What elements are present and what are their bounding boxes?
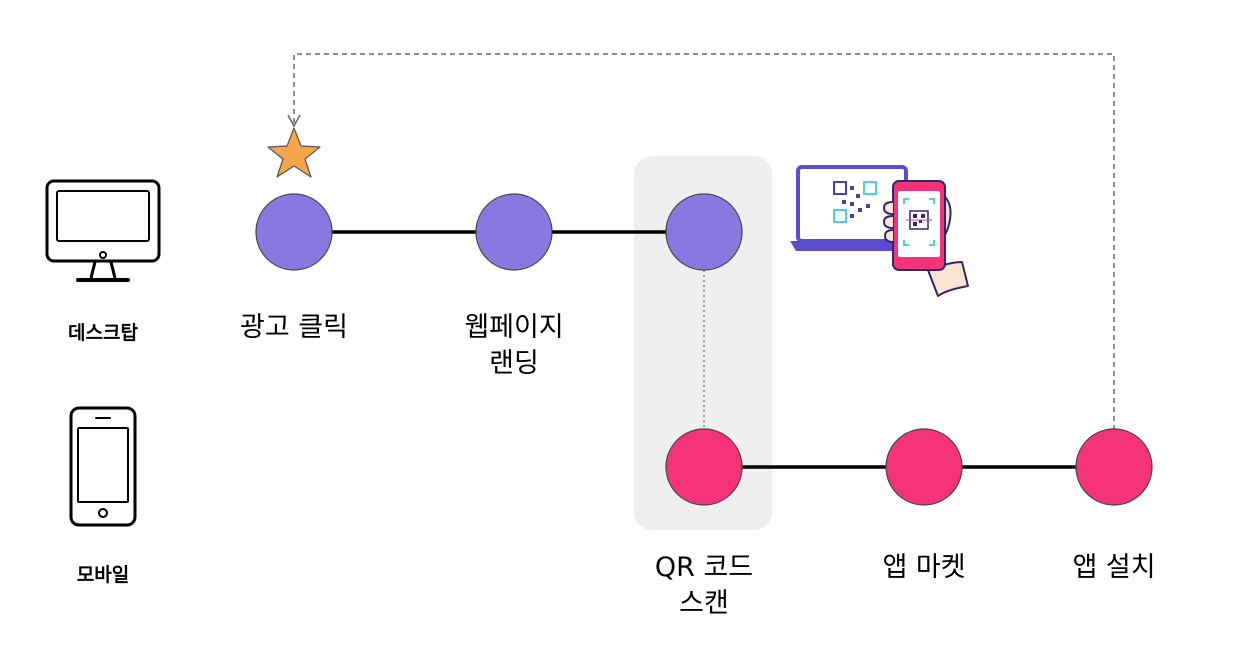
step-label-app-market: 앱 마켓 <box>844 550 1004 586</box>
step-label-web-landing-line2: 랜딩 <box>489 348 539 379</box>
star-icon <box>267 127 321 178</box>
node-qr-desktop <box>665 193 743 271</box>
loop-back-arrow <box>293 53 1115 430</box>
node-web-landing <box>475 193 553 271</box>
node-app-install <box>1075 428 1153 506</box>
step-label-web-landing-line1: 웹페이지 <box>464 312 564 343</box>
desktop-monitor-icon <box>45 179 161 282</box>
step-label-ad-click: 광고 클릭 <box>214 310 374 346</box>
step-label-web-landing: 웹페이지 랜딩 <box>434 310 594 382</box>
step-label-ad-click-line1: 광고 클릭 <box>240 312 348 343</box>
step-label-app-install: 앱 설치 <box>1034 550 1194 586</box>
node-qr-scan <box>665 428 743 506</box>
device-label-mobile: 모바일 <box>76 564 130 586</box>
node-ad-click <box>255 193 333 271</box>
step-label-qr-scan-line1: QR 코드 <box>654 552 754 583</box>
qr-scan-laptop-phone-icon <box>790 165 969 297</box>
smartphone-icon <box>69 406 137 527</box>
step-label-qr-scan-line2: 스캔 <box>679 588 729 619</box>
loop-back-arrowhead <box>287 114 301 128</box>
step-label-qr-scan: QR 코드 스캔 <box>614 550 794 622</box>
node-app-market <box>885 428 963 506</box>
step-label-app-install-line1: 앱 설치 <box>1072 552 1156 583</box>
step-label-app-market-line1: 앱 마켓 <box>882 552 966 583</box>
device-label-desktop: 데스크탑 <box>68 322 138 344</box>
